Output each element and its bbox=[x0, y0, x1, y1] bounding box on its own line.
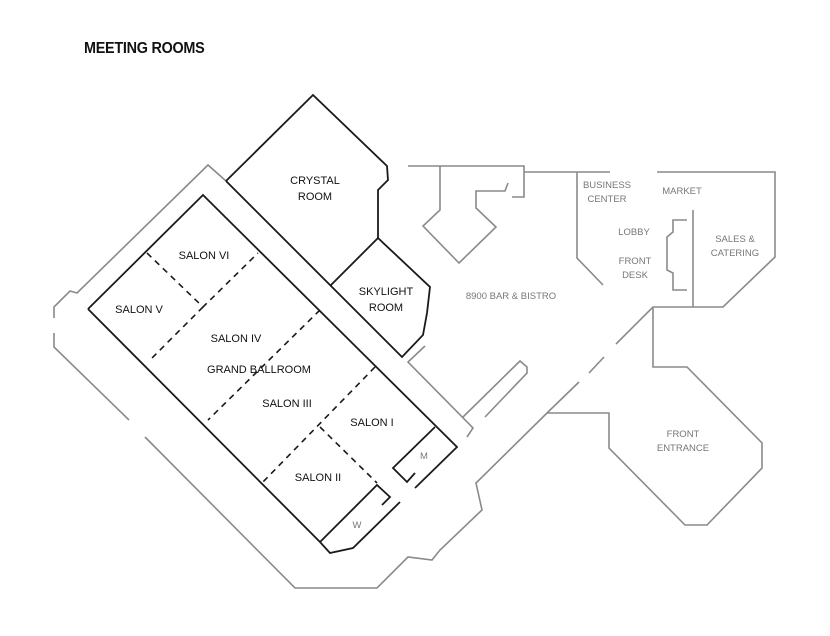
salon-ii-label: SALON II bbox=[295, 472, 341, 484]
building-outline bbox=[53, 163, 776, 589]
salon-vi-label: SALON VI bbox=[179, 250, 230, 262]
womens-restroom-label: W bbox=[353, 520, 362, 531]
mens-restroom-label: M bbox=[420, 451, 428, 462]
grand-ballroom-label: GRAND BALLROOM bbox=[207, 364, 311, 376]
lobby-label: LOBBY bbox=[618, 227, 650, 238]
salon-iii-label: SALON III bbox=[262, 398, 312, 410]
salon-iv-label: SALON IV bbox=[211, 333, 262, 345]
salon-i-label: SALON I bbox=[350, 417, 393, 429]
meeting-rooms-walls bbox=[87, 93, 459, 554]
salon-v-label: SALON V bbox=[115, 304, 163, 316]
bar-bistro-label: 8900 BAR & BISTRO bbox=[466, 291, 556, 302]
page-title: MEETING ROOMS bbox=[84, 40, 205, 57]
market-label: MARKET bbox=[662, 186, 702, 197]
sales-catering-label: SALES &CATERING bbox=[711, 234, 759, 259]
